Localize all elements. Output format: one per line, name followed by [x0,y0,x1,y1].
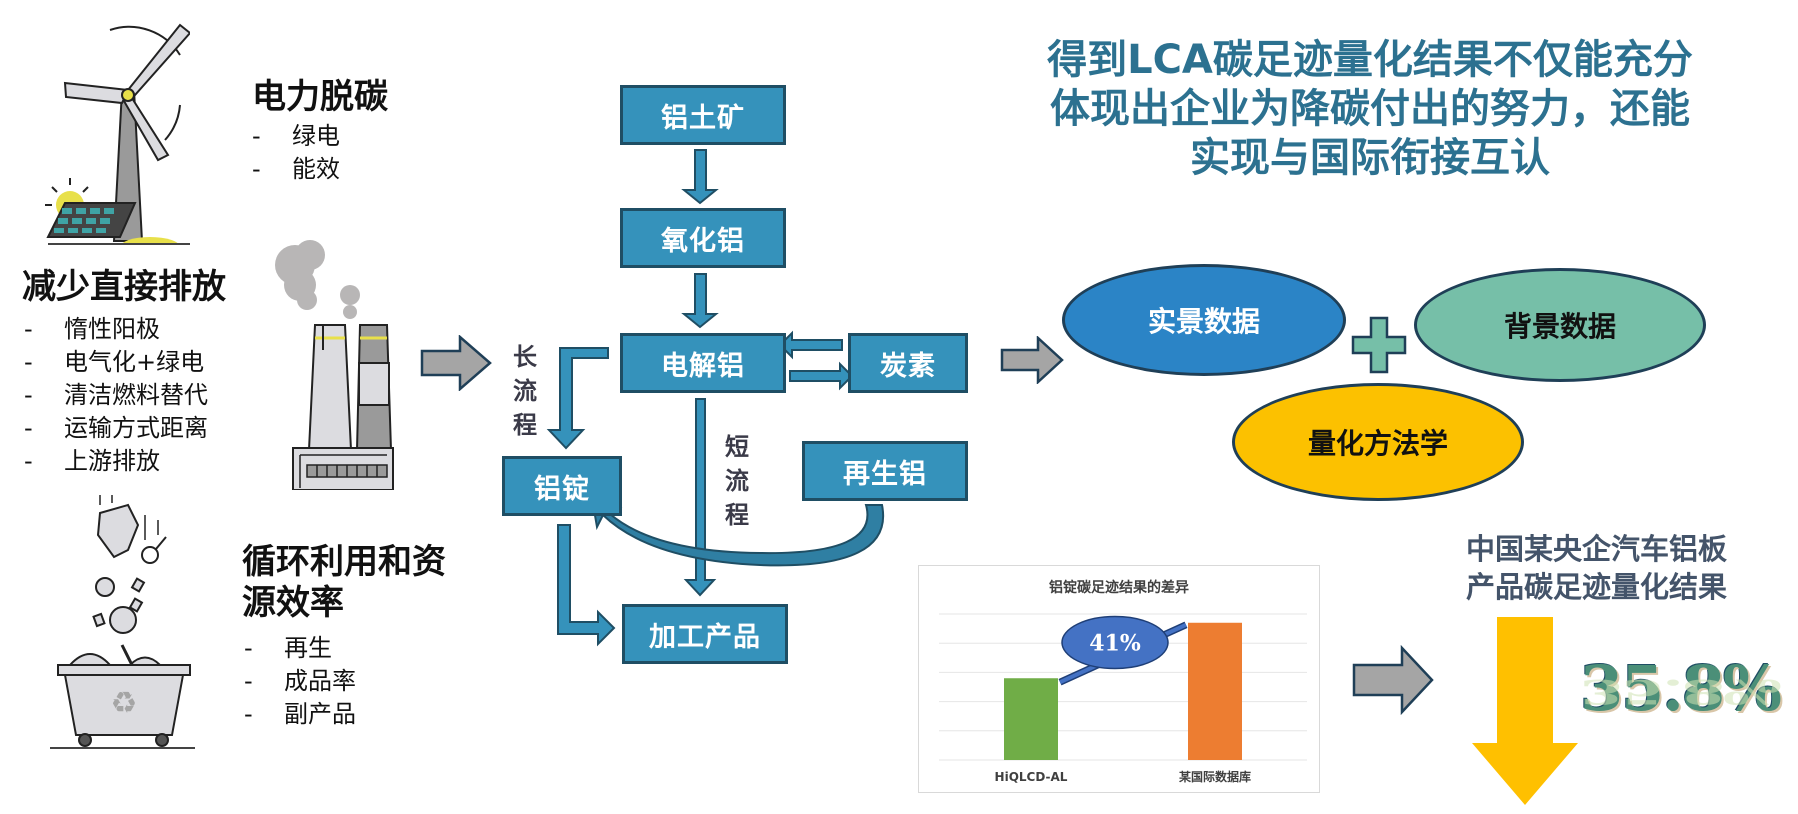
bar-chart: 铝锭碳足迹结果的差异 HiQLCD-AL 某国际数据库 41% [939,579,1307,784]
headline-line-1: 得到LCA碳足迹量化结果不仅能充分 [1047,37,1693,83]
result-title-line-2: 产品碳足迹量化结果 [1466,570,1728,604]
down-arrow-icon [1472,617,1578,805]
svg-text:♻: ♻ [111,686,138,721]
process-box-recycled-aluminum: 再生铝 [802,441,968,501]
bar-0 [1004,678,1058,760]
process-box-bauxite: 铝土矿 [620,85,786,145]
arrow-short-process [683,398,717,597]
category-label: HiQLCD-AL [995,770,1068,784]
difference-label: 41% [1089,631,1141,657]
arrow-carbon-to-electrolytic [778,330,843,360]
process-box-aluminum-ingot: 铝锭 [502,456,622,516]
chart-title: 铝锭碳足迹结果的差异 [1049,579,1189,596]
oval-primary-data: 实景数据 [1062,264,1346,376]
difference-badge [1061,615,1169,670]
headline-line-2: 体现出企业为降碳付出的努力，还能 [1050,86,1690,132]
recycling-bin-icon: ♻ [50,495,195,749]
headline: 得到LCA碳足迹量化结果不仅能充分 体现出企业为降碳付出的努力，还能 实现与国际… [1000,36,1740,183]
short-process-label: 短流程 [725,433,749,529]
category-label: 某国际数据库 [1179,769,1251,784]
section-title-power-decarbonization: 电力脱碳 [252,77,388,117]
section-title-circularity-line2: 源效率 [242,583,344,623]
wind-turbine-solar-panel-icon [45,23,190,245]
factory-chimney-icon [275,240,394,490]
result-title: 中国某央企汽车铝板 产品碳足迹量化结果 [1466,530,1766,606]
chart-panel: 铝锭碳足迹结果的差异 HiQLCD-AL 某国际数据库 41% [918,565,1320,793]
result-title-line-1: 中国某央企汽车铝板 [1466,532,1728,566]
bar-1 [1188,622,1242,760]
process-box-electrolytic-aluminum: 电解铝 [620,333,786,393]
arrow-ingot-to-product [557,524,616,647]
flow-connectors [546,149,885,647]
direct-emissions-bullet-list: -惰性阳极 -电气化+绿电 -清洁燃料替代 -运输方式距离 -上游排放 [24,313,208,478]
list-item: -副产品 [244,700,356,728]
arrow-electrolytic-to-carbon [789,361,854,391]
process-box-processed-product: 加工产品 [622,604,788,664]
list-item: -运输方式距离 [24,414,208,442]
list-item: -再生 [244,634,332,662]
headline-line-3: 实现与国际衔接互认 [1190,135,1550,181]
gray-arrow-right-icon [420,335,492,391]
circularity-bullet-list: -再生 -成品率 -副产品 [244,632,356,731]
reduction-percentage: 35.8% [1580,652,1782,725]
gray-arrow-right-icon [1352,645,1434,715]
list-item: -惰性阳极 [24,315,160,343]
process-box-carbon: 炭素 [848,333,968,393]
arrow-alumina-to-electrolytic [681,273,719,329]
oval-quantification-methodology: 量化方法学 [1232,383,1524,501]
long-process-label: 长流程 [513,343,537,439]
list-item: -清洁燃料替代 [24,381,208,409]
list-item: -能效 [252,155,340,183]
arrow-bauxite-to-alumina [681,149,719,205]
section-title-circularity-line1: 循环利用和资 [242,542,446,582]
list-item: -电气化+绿电 [24,348,205,376]
power-bullet-list: -绿电 -能效 [252,120,340,186]
gray-arrow-right-icon [1000,336,1064,384]
oval-background-data: 背景数据 [1414,268,1706,382]
plus-icon [1351,316,1407,374]
reduction-percentage-reflection: 35.8% [1580,671,1780,712]
arrow-long-process [546,347,609,450]
list-item: -成品率 [244,667,356,695]
list-item: -绿电 [252,122,340,150]
list-item: -上游排放 [24,447,160,475]
process-box-alumina: 氧化铝 [620,208,786,268]
section-title-direct-emissions: 减少直接排放 [22,267,226,307]
